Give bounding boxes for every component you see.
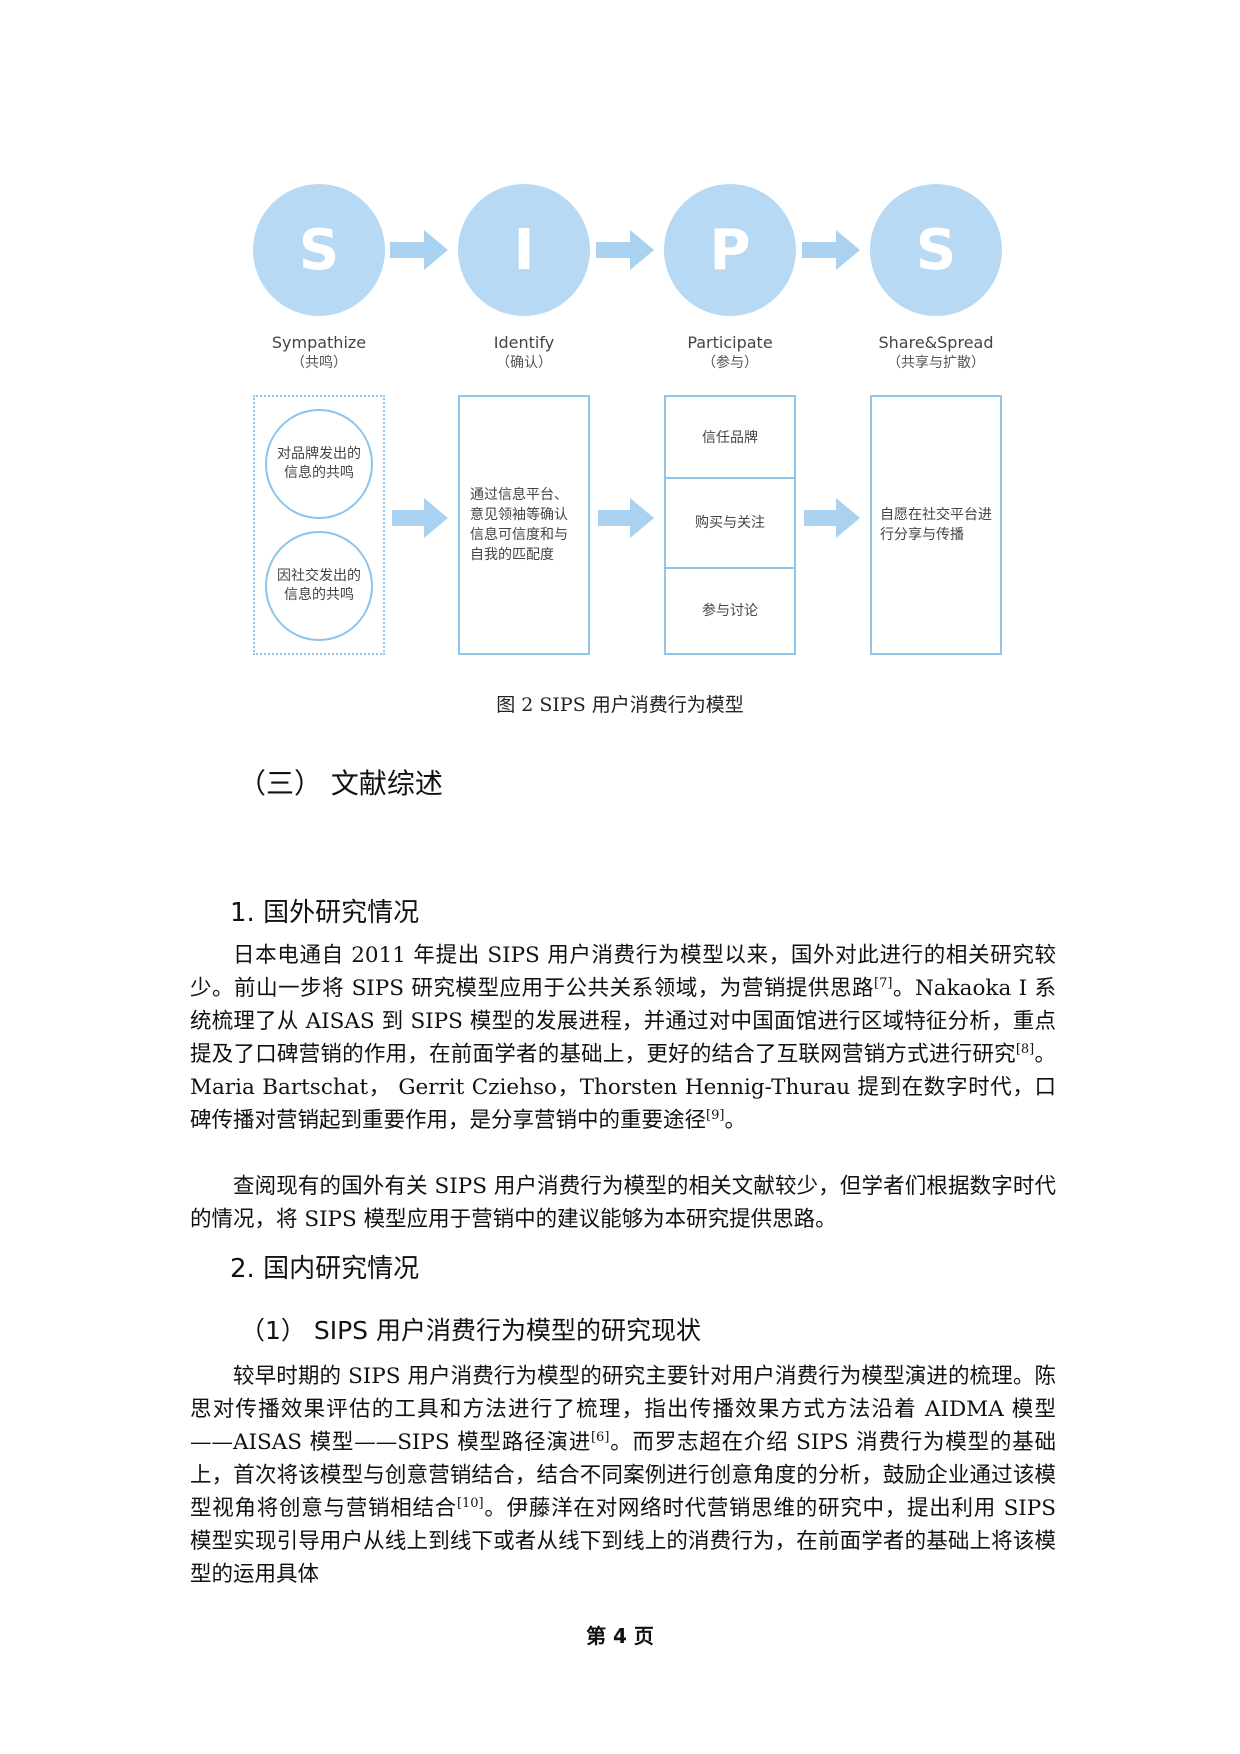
box-sympathize: 对品牌发出的信息的共鸣 因社交发出的信息的共鸣 (253, 395, 385, 655)
paragraph-domestic-research: 较早时期的 SIPS 用户消费行为模型的研究主要针对用户消费行为模型演进的梳理。… (190, 1364, 1056, 1587)
circle-i: I (458, 184, 590, 316)
arrow-right-icon (598, 498, 654, 538)
arrow-right-icon (596, 230, 654, 270)
subsection-title-domestic: 2. 国内研究情况 (230, 1254, 420, 1284)
subsection-title-foreign: 1. 国外研究情况 (230, 898, 420, 928)
arrow-right-icon (392, 498, 448, 538)
arrow-right-icon (802, 230, 860, 270)
figure-caption: 图 2 SIPS 用户消费行为模型 (496, 694, 744, 716)
segment-buy-follow: 购买与关注 (666, 477, 794, 569)
box-identify: 通过信息平台、意见领袖等确认信息可信度和与自我的匹配度 (458, 395, 590, 655)
stage-label-sympathize: Sympathize （共鸣） (271, 333, 367, 371)
stage-label-participate: Participate （参与） (687, 333, 773, 371)
arrow-right-icon (804, 498, 860, 538)
box-participate: 信任品牌 购买与关注 参与讨论 (664, 395, 796, 655)
arrow-right-icon (390, 230, 448, 270)
stage-label-share-spread: Share&Spread （共享与扩散） (878, 333, 994, 371)
circle-s2: S (870, 184, 1002, 316)
oval-brand-resonance: 对品牌发出的信息的共鸣 (265, 409, 373, 519)
stage-label-identify: Identify （确认） (493, 333, 555, 371)
box-share-spread: 自愿在社交平台进行分享与传播 (870, 395, 1002, 655)
segment-trust-brand: 信任品牌 (666, 397, 794, 479)
segment-discuss: 参与讨论 (702, 603, 758, 619)
oval-social-resonance: 因社交发出的信息的共鸣 (265, 531, 373, 641)
section-title: （三） 文献综述 (238, 767, 443, 800)
circle-p: P (664, 184, 796, 316)
subsubsection-title-sips-status: （1） SIPS 用户消费行为模型的研究现状 (240, 1316, 701, 1345)
paragraph-foreign-summary: 查阅现有的国外有关 SIPS 用户消费行为模型的相关文献较少，但学者们根据数字时… (190, 1174, 1056, 1232)
paragraph-foreign-research: 日本电通自 2011 年提出 SIPS 用户消费行为模型以来，国外对此进行的相关… (190, 943, 1056, 1133)
circle-s1: S (253, 184, 385, 316)
page-number: 第 4 页 (586, 1624, 654, 1648)
